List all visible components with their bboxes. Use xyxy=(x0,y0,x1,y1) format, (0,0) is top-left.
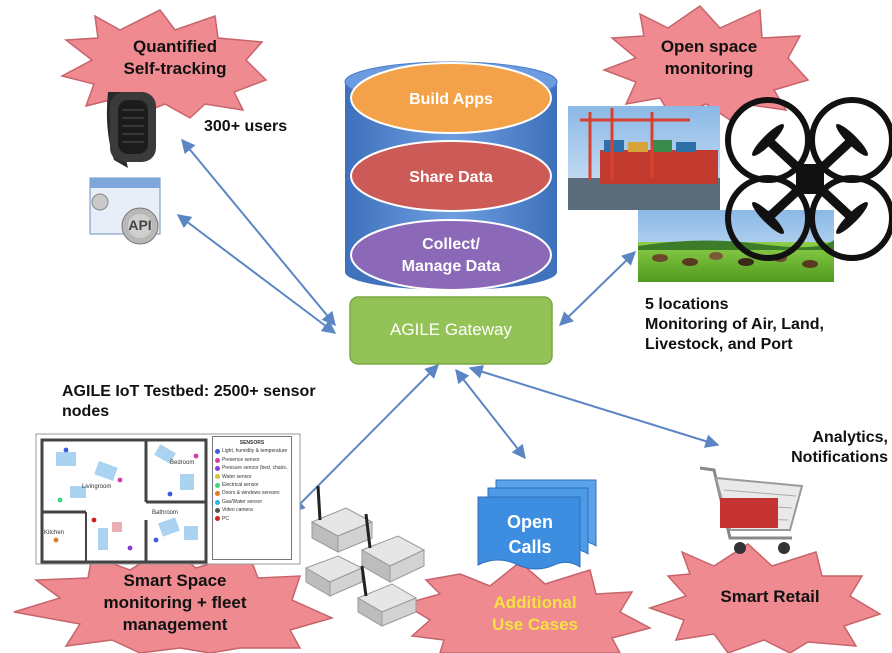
additional-line1: Additional xyxy=(493,593,577,612)
legend-item: PC xyxy=(215,515,289,523)
collect-label-line1: Collect/ xyxy=(422,236,480,253)
legend-dot xyxy=(215,491,220,497)
open-calls-line2: Calls xyxy=(508,537,552,557)
locations-line1: 5 locations xyxy=(645,296,729,313)
legend-item: Gas/Water sensor xyxy=(215,498,289,506)
quantified-line1: Quantified xyxy=(132,37,218,56)
legend-label: Electrical sensor xyxy=(222,482,259,489)
legend-dot xyxy=(215,474,220,480)
legend-dot xyxy=(215,499,220,505)
legend-label: Light, humidity & temperature sensors xyxy=(222,448,289,455)
legend-label: Pressure sensor (bed, chairs...) xyxy=(222,465,289,472)
room-livingroom: Livingroom xyxy=(82,484,112,490)
legend-item: Electrical sensor xyxy=(215,481,289,489)
drone-icon xyxy=(725,97,892,261)
open-calls-label: Open Calls xyxy=(480,510,580,560)
legend-dot xyxy=(215,482,220,488)
legend-label: Doors & windows sensors xyxy=(222,490,280,497)
share-data-pill xyxy=(350,140,552,212)
legend-item: Doors & windows sensors xyxy=(215,489,289,497)
legend-dot xyxy=(215,449,220,455)
legend-item: Presence sensor xyxy=(215,456,289,464)
open-calls-stack xyxy=(477,479,597,570)
arrows xyxy=(176,138,720,513)
smart-retail-badge: Smart Retail xyxy=(690,586,850,608)
burst-open-space xyxy=(601,5,810,121)
smart-space-line1: Smart Space xyxy=(123,571,227,590)
smart-space-line2: monitoring + fleet xyxy=(103,593,247,612)
bursts xyxy=(13,5,882,653)
quantified-line2: Self-tracking xyxy=(123,59,227,78)
open-calls-line1: Open xyxy=(506,512,553,532)
legend-dot xyxy=(215,457,220,463)
collect-label-line2: Manage Data xyxy=(402,258,501,275)
build-apps-pill xyxy=(350,62,552,134)
room-bathroom: Bathroom xyxy=(152,510,179,516)
locations-line2: Monitoring of Air, Land, xyxy=(645,316,824,333)
arrow-tracker-gateway xyxy=(181,138,336,327)
api-label: API xyxy=(128,217,152,233)
smart-space-badge: Smart Space monitoring + fleet managemen… xyxy=(60,570,290,636)
additional-badge: Additional Use Cases xyxy=(450,592,620,636)
analytics-line1: Analytics, xyxy=(812,429,888,446)
pasture-image xyxy=(638,210,834,282)
gateway-label: AGILE Gateway xyxy=(390,320,512,339)
legend-item: Video camera xyxy=(215,506,289,514)
testbed-line1: AGILE IoT Testbed: 2500+ sensor xyxy=(62,383,316,400)
burst-smart-retail xyxy=(647,543,882,653)
open-space-badge: Open space monitoring xyxy=(634,36,784,80)
legend-dot xyxy=(215,507,220,513)
locations-label: 5 locations Monitoring of Air, Land, Liv… xyxy=(645,295,824,355)
testbed-label: AGILE IoT Testbed: 2500+ sensor nodes xyxy=(62,382,316,422)
smart-space-line3: management xyxy=(122,615,228,634)
locations-line3: Livestock, and Port xyxy=(645,336,793,353)
collect-data-pill xyxy=(350,219,552,291)
data-cylinder xyxy=(344,61,558,291)
room-bedroom: Bedroom xyxy=(170,460,195,466)
legend-label: PC xyxy=(222,515,229,522)
legend-item: Light, humidity & temperature sensors xyxy=(215,447,289,455)
analytics-line2: Notifications xyxy=(791,449,888,466)
legend-title: SENSORS xyxy=(239,440,265,446)
analytics-label: Analytics, Notifications xyxy=(776,428,888,468)
fitness-band-image xyxy=(106,92,156,168)
legend-label: Water sensor xyxy=(222,473,252,480)
build-apps-label: Build Apps xyxy=(409,91,493,108)
additional-line2: Use Cases xyxy=(491,615,578,634)
legend-dot xyxy=(215,516,220,522)
legend-dot xyxy=(215,465,220,471)
sensor-nodes-image xyxy=(304,485,426,627)
floorplan-legend: SENSORS Light, humidity & temperature se… xyxy=(212,436,292,560)
arrow-opencalls-gateway xyxy=(455,368,526,460)
shopping-cart-icon xyxy=(699,466,804,554)
open-space-line2: monitoring xyxy=(664,59,754,78)
arrow-smartspace-gateway xyxy=(291,364,439,513)
arrow-openspace-gateway xyxy=(558,251,637,326)
arrow-api-gateway xyxy=(176,214,337,334)
legend-item: Pressure sensor (bed, chairs...) xyxy=(215,464,289,472)
legend-label: Video camera xyxy=(222,507,253,514)
burst-quantified xyxy=(59,9,268,119)
legend-item: Water sensor xyxy=(215,473,289,481)
legend-label: Presence sensor xyxy=(222,456,260,463)
port-image xyxy=(568,106,720,210)
smart-retail-line1: Smart Retail xyxy=(720,587,820,606)
testbed-line2: nodes xyxy=(62,403,110,420)
quantified-badge: Quantified Self-tracking xyxy=(100,36,250,80)
api-icon xyxy=(89,177,161,245)
gateway-box xyxy=(349,296,553,365)
share-data-label: Share Data xyxy=(409,169,493,186)
arrow-retail-gateway xyxy=(468,365,720,448)
users-label: 300+ users xyxy=(204,118,288,135)
legend-label: Gas/Water sensor xyxy=(222,498,263,505)
room-kitchen: Kitchen xyxy=(44,530,65,536)
open-space-line1: Open space xyxy=(660,37,758,56)
